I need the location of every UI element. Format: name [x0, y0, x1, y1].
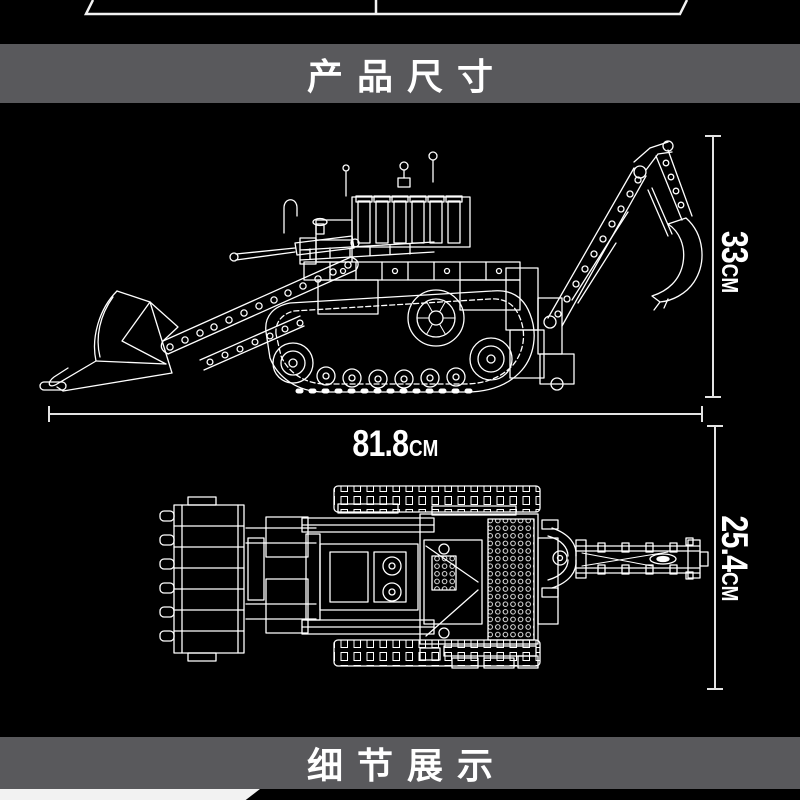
height-dimension-label: 33 CM	[714, 204, 756, 320]
length-dimension-line	[48, 406, 703, 422]
width-value: 25.4	[714, 515, 756, 571]
detail-display-banner: 细节展示	[0, 737, 800, 789]
width-dimension-label: 25.4 CM	[714, 500, 756, 616]
length-unit: CM	[408, 434, 438, 461]
width-dimension-line	[707, 425, 723, 690]
product-size-banner: 产品尺寸	[0, 44, 800, 103]
length-value: 81.8	[352, 422, 409, 464]
backhoe-loader-top-view-blueprint	[159, 485, 709, 669]
backhoe-loader-side-view-blueprint	[39, 140, 703, 394]
height-unit: CM	[717, 263, 744, 294]
height-value: 33	[714, 230, 756, 263]
top-table-edge	[83, 0, 689, 16]
length-dimension-label: 81.8 CM	[317, 424, 473, 462]
detail-display-banner-label: 细节展示	[306, 745, 507, 786]
width-unit: CM	[717, 571, 744, 601]
next-section-white-strip	[0, 789, 260, 800]
product-size-banner-label: 产品尺寸	[306, 55, 507, 97]
height-dimension-line	[705, 135, 721, 398]
